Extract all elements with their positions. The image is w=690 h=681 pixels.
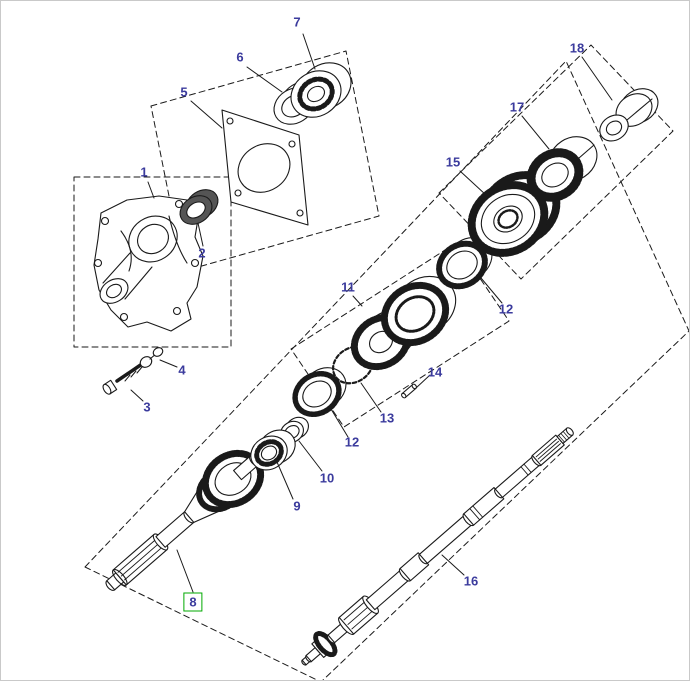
part-11-synchro-assembly — [350, 275, 457, 371]
part-label-14[interactable]: 14 — [427, 364, 443, 380]
part-12-baulk-ring-upper — [436, 237, 493, 290]
part-2-seal-ring — [179, 189, 219, 225]
part-label-4[interactable]: 4 — [178, 362, 186, 378]
part-12-baulk-ring-lower — [292, 367, 347, 418]
part-label-15[interactable]: 15 — [445, 154, 461, 170]
part-7-bearing — [290, 62, 352, 118]
part-label-11[interactable]: 11 — [341, 279, 355, 295]
part-label-5[interactable]: 5 — [180, 84, 188, 100]
housing-group-boundary — [73, 176, 232, 348]
part-label-3[interactable]: 3 — [143, 399, 151, 415]
part-1-housing — [93, 195, 204, 332]
part-label-17[interactable]: 17 — [509, 99, 525, 115]
part-9-bearing — [250, 429, 296, 471]
part-label-1[interactable]: 1 — [140, 164, 148, 180]
part-14-pin — [401, 383, 417, 399]
synchro-group-boundary — [290, 242, 510, 428]
part-18-bush — [599, 88, 659, 142]
part-label-18[interactable]: 18 — [569, 40, 585, 56]
part-label-7[interactable]: 7 — [293, 14, 301, 30]
part-17-roller-bearing — [526, 136, 598, 202]
part-label-2[interactable]: 2 — [198, 245, 206, 261]
part-label-12-upper[interactable]: 12 — [498, 301, 514, 317]
part-label-12-lower[interactable]: 12 — [344, 434, 360, 450]
part-16-mainshaft — [301, 427, 574, 666]
part-15-gear — [467, 171, 561, 257]
leader-lines — [130, 33, 613, 593]
part-label-6[interactable]: 6 — [236, 49, 244, 65]
part-8-input-shaft — [105, 449, 265, 591]
part-4-nut — [139, 347, 164, 368]
part-label-10[interactable]: 10 — [319, 470, 335, 486]
part-label-16[interactable]: 16 — [463, 573, 479, 589]
part-label-9[interactable]: 9 — [293, 498, 301, 514]
part-3-bolt — [102, 362, 144, 395]
main-assembly-boundary — [84, 60, 689, 680]
part-label-8-highlighted[interactable]: 8 — [183, 592, 203, 612]
part-5-gasket — [221, 109, 309, 226]
part-label-13[interactable]: 13 — [379, 410, 395, 426]
